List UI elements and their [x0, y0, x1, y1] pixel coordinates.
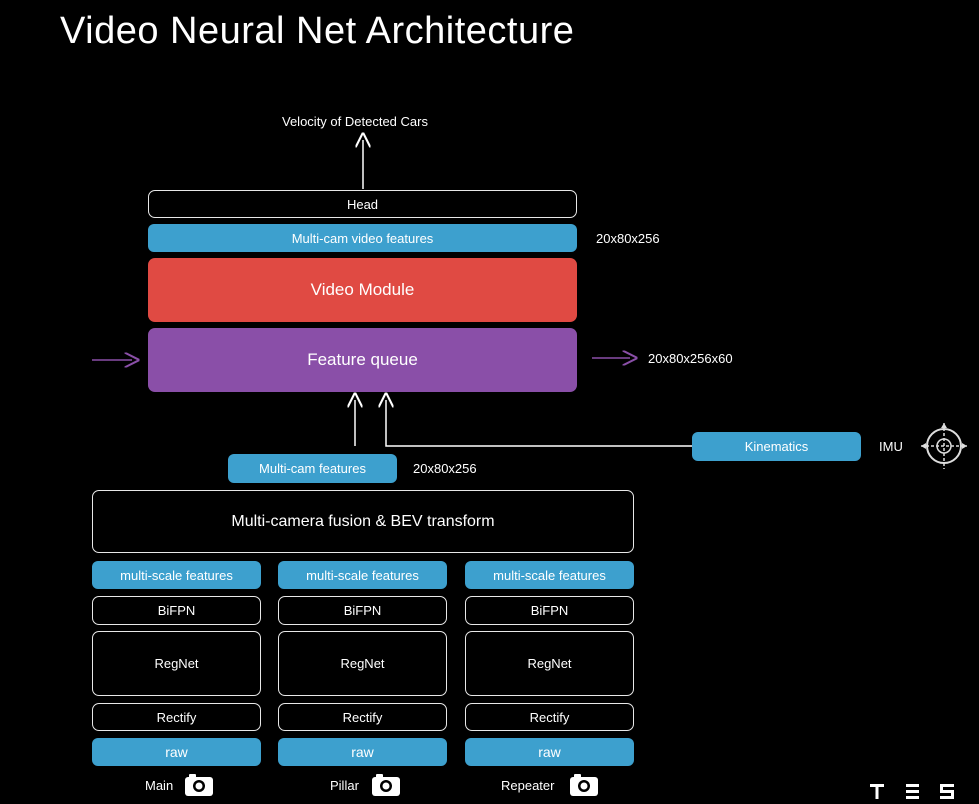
bifpn-main: BiFPN — [92, 596, 261, 625]
rectify-pillar: Rectify — [278, 703, 447, 731]
camera-icon — [570, 774, 598, 796]
multiscale-features-main: multi-scale features — [92, 561, 261, 589]
fusion-bev-box: Multi-camera fusion & BEV transform — [92, 490, 634, 553]
multicam-video-features-box: Multi-cam video features — [148, 224, 577, 252]
multiscale-features-pillar: multi-scale features — [278, 561, 447, 589]
camera-icon — [185, 774, 213, 796]
regnet-pillar: RegNet — [278, 631, 447, 696]
multicam-features-box: Multi-cam features — [228, 454, 397, 483]
multicam-features-dims: 20x80x256 — [413, 461, 477, 476]
camera-label-pillar: Pillar — [330, 778, 359, 793]
video-module-box: Video Module — [148, 258, 577, 322]
rectify-repeater: Rectify — [465, 703, 634, 731]
page-title: Video Neural Net Architecture — [60, 10, 575, 52]
bifpn-pillar: BiFPN — [278, 596, 447, 625]
imu-gyroscope-icon — [921, 423, 967, 469]
raw-main: raw — [92, 738, 261, 766]
camera-icon — [372, 774, 400, 796]
feature-queue-dims: 20x80x256x60 — [648, 351, 733, 366]
output-label: Velocity of Detected Cars — [282, 114, 428, 129]
camera-label-repeater: Repeater — [501, 778, 555, 793]
tesla-logo — [870, 784, 954, 799]
kinematics-box: Kinematics — [692, 432, 861, 461]
regnet-repeater: RegNet — [465, 631, 634, 696]
bifpn-repeater: BiFPN — [465, 596, 634, 625]
arrow-kinematics-to-queue — [386, 400, 692, 447]
multiscale-features-repeater: multi-scale features — [465, 561, 634, 589]
imu-label: IMU — [879, 439, 903, 454]
regnet-main: RegNet — [92, 631, 261, 696]
raw-repeater: raw — [465, 738, 634, 766]
feature-queue-box: Feature queue — [148, 328, 577, 392]
raw-pillar: raw — [278, 738, 447, 766]
head-box: Head — [148, 190, 577, 218]
camera-label-main: Main — [145, 778, 174, 793]
rectify-main: Rectify — [92, 703, 261, 731]
video-features-dims: 20x80x256 — [596, 231, 660, 246]
